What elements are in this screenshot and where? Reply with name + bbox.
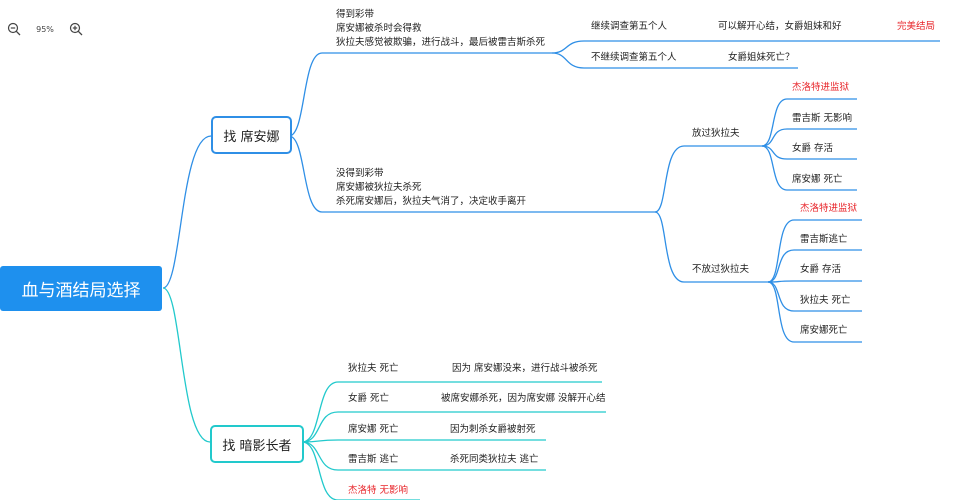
node-character-fate[interactable]: 狄拉夫 死亡 (348, 363, 399, 374)
node-no-blessing[interactable]: 席安娜被狄拉夫杀死 (336, 182, 422, 193)
node-outcome[interactable]: 雷吉斯逃亡 (800, 234, 848, 245)
node-perfect-ending[interactable]: 完美结局 (897, 21, 936, 32)
node-outcome[interactable]: 女爵 存活 (800, 264, 842, 275)
node-outcome[interactable]: 杰洛特进监狱 (792, 82, 850, 93)
zoom-in-icon[interactable] (68, 21, 84, 37)
node-got-blessing[interactable]: 席安娜被杀时会得救 (336, 23, 422, 34)
node-kill-dettlaff[interactable]: 不放过狄拉夫 (692, 264, 750, 275)
node-fate-reason[interactable]: 被席安娜杀死，因为席安娜 没解开心结 (441, 393, 606, 404)
node-spare-dettlaff[interactable]: 放过狄拉夫 (692, 128, 740, 139)
node-stop-result[interactable]: 女爵姐妹死亡？ (728, 52, 795, 63)
node-no-blessing[interactable]: 没得到彩带 (336, 168, 384, 179)
node-outcome[interactable]: 女爵 存活 (792, 143, 834, 154)
node-outcome[interactable]: 雷吉斯 无影响 (792, 113, 853, 124)
node-no-blessing[interactable]: 杀死席安娜后，狄拉夫气消了，决定收手离开 (336, 196, 527, 207)
topic-find-unseen-elder[interactable]: 找 暗影长者 (210, 425, 304, 463)
topic-find-syanna[interactable]: 找 席安娜 (211, 116, 292, 154)
node-character-fate[interactable]: 女爵 死亡 (348, 393, 390, 404)
node-stop-investigation[interactable]: 不继续调查第五个人 (591, 52, 677, 63)
node-character-fate[interactable]: 杰洛特 无影响 (348, 485, 409, 496)
node-fate-reason[interactable]: 杀死同类狄拉夫 逃亡 (450, 454, 539, 465)
node-character-fate[interactable]: 雷吉斯 逃亡 (348, 454, 399, 465)
node-continue-investigation[interactable]: 继续调查第五个人 (591, 21, 668, 32)
node-fate-reason[interactable]: 因为刺杀女爵被射死 (450, 424, 536, 435)
zoom-out-icon[interactable] (6, 21, 22, 37)
node-outcome[interactable]: 狄拉夫 死亡 (800, 295, 851, 306)
node-got-blessing[interactable]: 狄拉夫感觉被欺骗，进行战斗，最后被雷吉斯杀死 (336, 37, 546, 48)
node-fate-reason[interactable]: 因为 席安娜没来，进行战斗被杀死 (452, 363, 598, 374)
node-continue-result[interactable]: 可以解开心结，女爵姐妹和好 (718, 21, 842, 32)
node-outcome[interactable]: 杰洛特进监狱 (800, 203, 858, 214)
zoom-level: 95% (36, 24, 54, 34)
node-outcome[interactable]: 席安娜死亡 (800, 325, 848, 336)
node-got-blessing[interactable]: 得到彩带 (336, 9, 375, 20)
node-character-fate[interactable]: 席安娜 死亡 (348, 424, 399, 435)
root-node[interactable]: 血与酒结局选择 (0, 266, 162, 311)
node-outcome[interactable]: 席安娜 死亡 (792, 174, 843, 185)
zoom-toolbar: 95% (6, 20, 84, 38)
